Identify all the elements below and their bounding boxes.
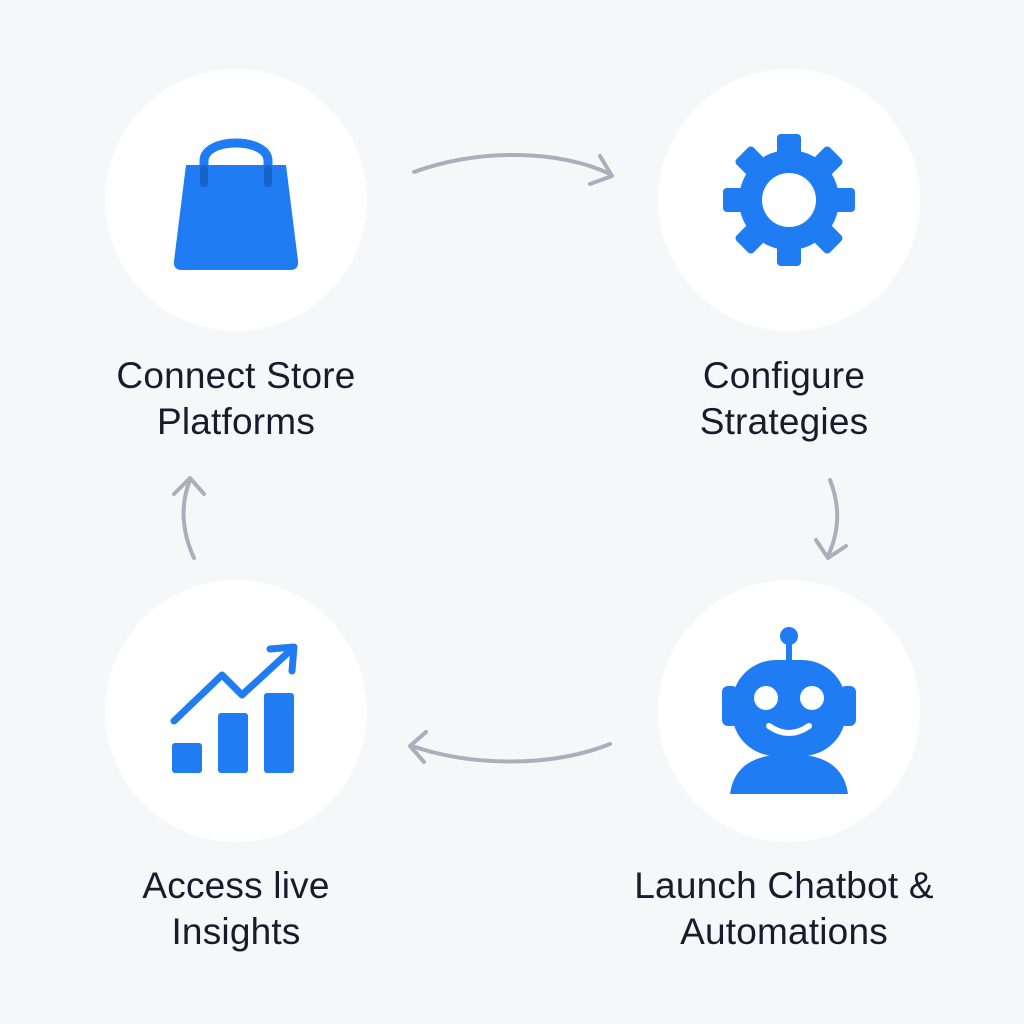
step-1-circle — [105, 69, 367, 331]
step-4-label-line1: Access live — [142, 865, 330, 906]
arrow-4-to-1-icon — [172, 476, 206, 560]
step-3-label-line2: Automations — [680, 911, 888, 952]
arrow-2-to-3-icon — [814, 478, 848, 560]
arrow-1-to-2-icon — [412, 152, 614, 186]
step-4-label-line2: Insights — [171, 911, 301, 952]
gear-icon — [723, 134, 855, 266]
step-2-label-line2: Strategies — [699, 401, 869, 442]
arrow-3-to-4-icon — [408, 730, 612, 764]
step-2-label: Configure Strategies — [584, 353, 984, 445]
step-3-label-line1: Launch Chatbot & — [634, 865, 934, 906]
growth-chart-icon — [170, 643, 298, 773]
step-4-label: Access live Insights — [36, 863, 436, 955]
shopping-bag-icon — [173, 138, 299, 270]
step-3-label: Launch Chatbot & Automations — [584, 863, 984, 955]
step-1-label-line1: Connect Store — [116, 355, 356, 396]
step-1-label-line2: Platforms — [156, 401, 316, 442]
step-3-circle — [658, 580, 920, 842]
step-2-label-line1: Configure — [702, 355, 866, 396]
robot-icon — [722, 627, 856, 794]
step-2-circle — [658, 69, 920, 331]
step-1-label: Connect Store Platforms — [36, 353, 436, 445]
step-4-circle — [105, 580, 367, 842]
